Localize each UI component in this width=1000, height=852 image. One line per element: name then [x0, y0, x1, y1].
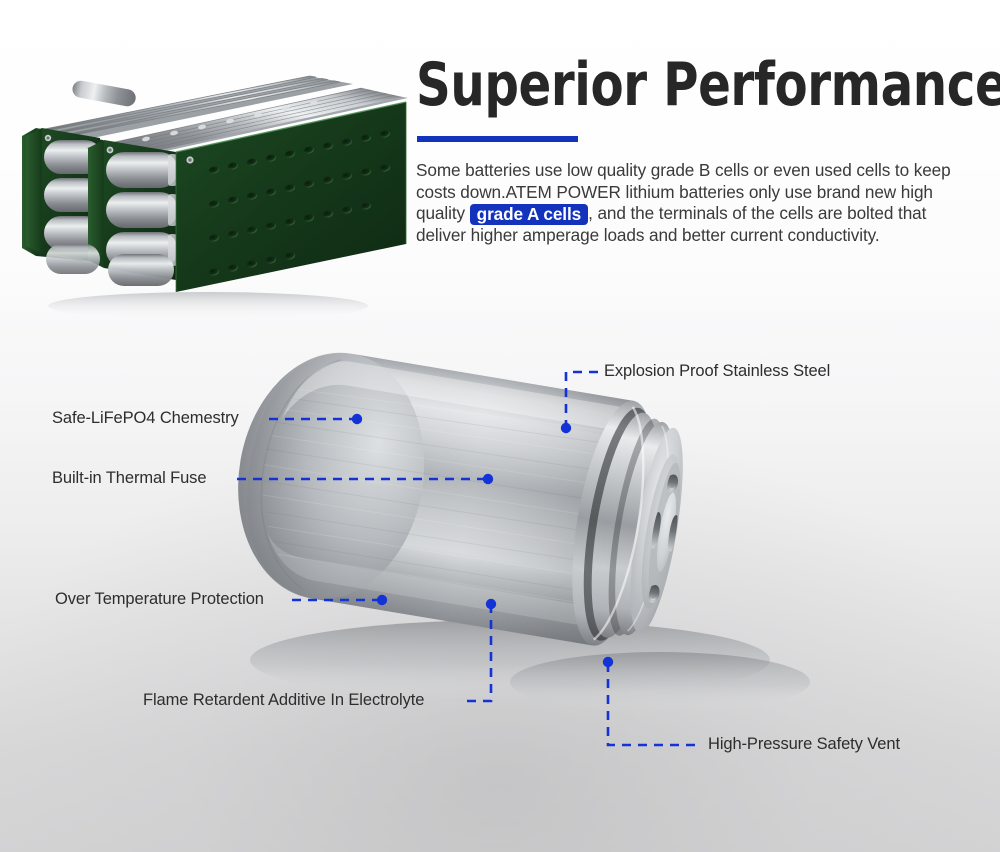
page-title: Superior Performance [416, 50, 1000, 120]
description-paragraph: Some batteries use low quality grade B c… [416, 160, 966, 246]
cell-positive-end [572, 400, 683, 646]
lithium-cell-image [210, 330, 870, 750]
callout-label-over-temperature-protection: Over Temperature Protection [55, 590, 264, 608]
callout-label-high-pressure-safety-vent: High-Pressure Safety Vent [708, 735, 900, 753]
callout-label-built-in-thermal-fuse: Built-in Thermal Fuse [52, 469, 207, 487]
callout-label-explosion-proof-stainless-steel: Explosion Proof Stainless Steel [604, 362, 831, 380]
paragraph-part-1: Some batteries use low quality grade B c… [416, 160, 951, 224]
title-accent-bar [417, 136, 578, 142]
battery-pack-image [8, 48, 408, 323]
vent-slots [648, 474, 679, 603]
callout-label-safe-lifepo4-chemestry: Safe-LiFePO4 Chemestry [52, 409, 239, 427]
cell-body [238, 352, 634, 646]
grade-a-cells-highlight: grade A cells [469, 204, 589, 226]
paragraph-part-2: , and the terminals of the cells are bol… [416, 203, 927, 245]
callout-label-flame-retardent-additive: Flame Retardent Additive In Electrolyte [143, 691, 425, 709]
